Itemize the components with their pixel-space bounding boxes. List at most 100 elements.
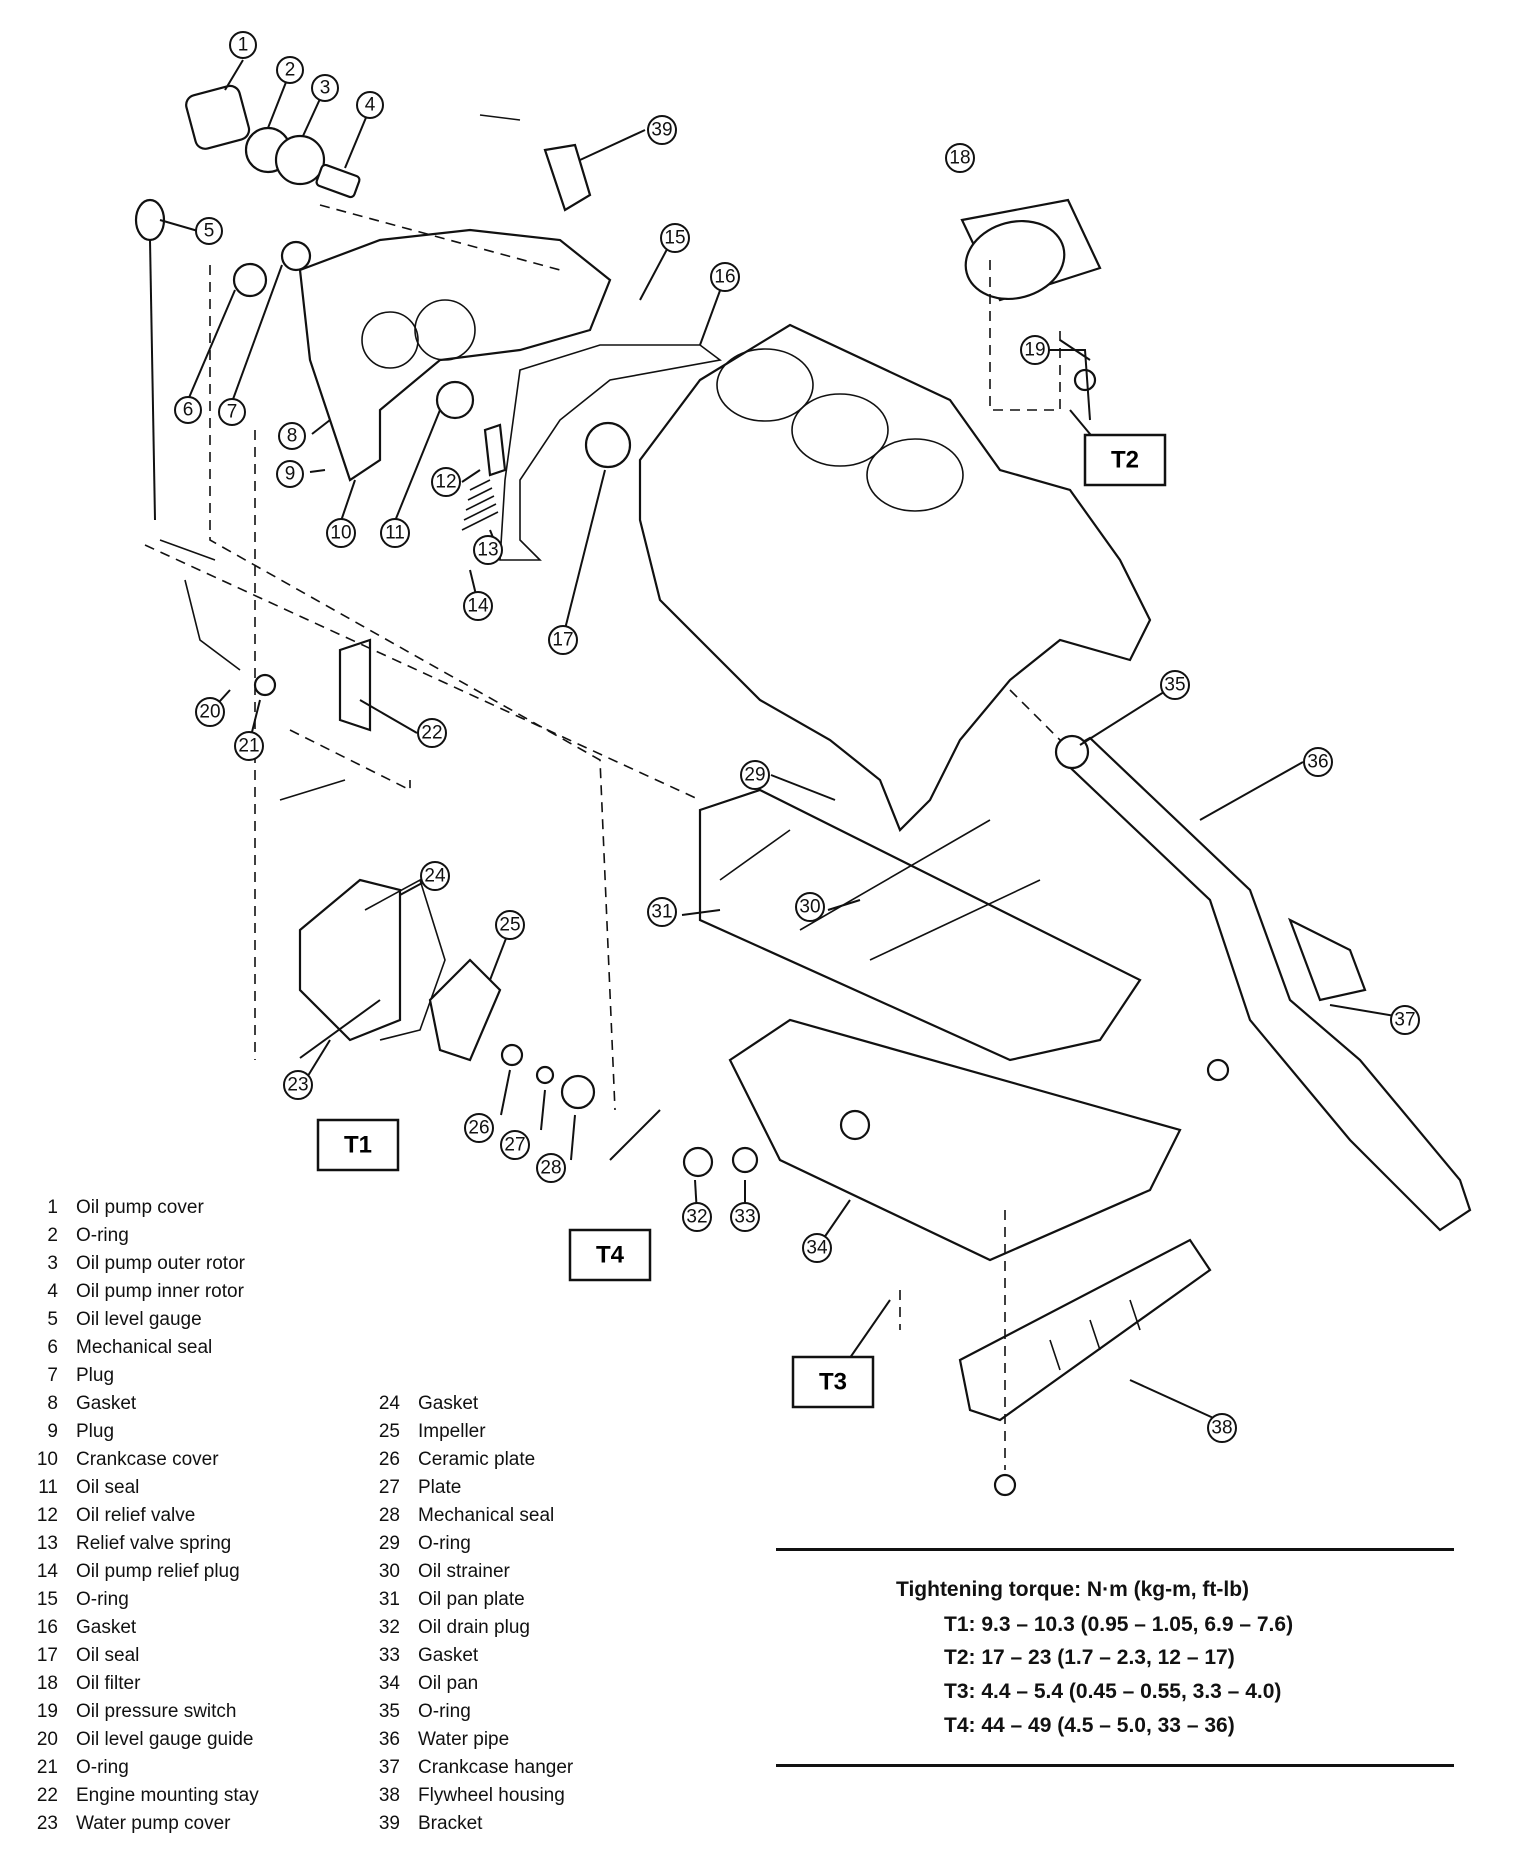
svg-text:35: 35 — [1164, 675, 1185, 696]
callout-22: 22 — [417, 718, 447, 748]
callout-7: 7 — [218, 398, 246, 426]
svg-text:27: 27 — [504, 1135, 525, 1156]
svg-text:1: 1 — [238, 35, 249, 56]
svg-text:13: 13 — [477, 540, 498, 561]
svg-text:39: 39 — [651, 120, 672, 141]
svg-text:28: 28 — [540, 1158, 561, 1179]
callout-27: 27 — [500, 1130, 530, 1160]
callout-20: 20 — [195, 697, 225, 727]
bracket-39-drawing — [479, 114, 592, 212]
svg-text:17: 17 — [552, 630, 573, 651]
svg-text:14: 14 — [467, 596, 489, 617]
svg-text:T2: T2 — [1111, 447, 1139, 474]
callout-21: 21 — [234, 731, 264, 761]
callout-31: 31 — [647, 897, 677, 927]
engine-crankcase-drawing — [638, 323, 1152, 832]
callout-33: 33 — [730, 1202, 760, 1232]
water-pipe-drawing — [1054, 734, 1472, 1232]
callout-13: 13 — [473, 535, 503, 565]
callout-18: 18 — [945, 143, 975, 173]
svg-text:15: 15 — [664, 228, 685, 249]
svg-text:T1: T1 — [344, 1132, 372, 1159]
callout-30: 30 — [795, 892, 825, 922]
svg-text:36: 36 — [1307, 752, 1328, 773]
callout-25: 25 — [495, 910, 525, 940]
callout-5: 5 — [195, 217, 223, 245]
svg-text:4: 4 — [365, 95, 376, 116]
torque-box-t4: T4 — [568, 1228, 652, 1282]
svg-text:10: 10 — [330, 523, 351, 544]
svg-text:20: 20 — [199, 702, 220, 723]
callout-24: 24 — [420, 861, 450, 891]
svg-text:30: 30 — [799, 897, 820, 918]
callout-39: 39 — [647, 115, 677, 145]
svg-text:33: 33 — [734, 1207, 755, 1228]
svg-text:8: 8 — [287, 426, 298, 447]
torque-row-t2: T2: 17 – 23 (1.7 – 2.3, 12 – 17) — [944, 1646, 1235, 1669]
svg-text:11: 11 — [385, 523, 405, 544]
callout-34: 34 — [802, 1233, 832, 1263]
torque-top-rule — [776, 1548, 1454, 1551]
svg-text:T4: T4 — [596, 1242, 625, 1269]
svg-text:23: 23 — [287, 1075, 308, 1096]
svg-text:26: 26 — [468, 1118, 489, 1139]
torque-row-t3: T3: 4.4 – 5.4 (0.45 – 0.55, 3.3 – 4.0) — [944, 1680, 1282, 1703]
torque-row-t4: T4: 44 – 49 (4.5 – 5.0, 33 – 36) — [944, 1714, 1235, 1737]
svg-text:3: 3 — [320, 78, 331, 99]
callout-23: 23 — [283, 1070, 313, 1100]
callout-10: 10 — [326, 518, 356, 548]
callout-32: 32 — [682, 1202, 712, 1232]
svg-text:31: 31 — [651, 902, 672, 923]
torque-heading: Tightening torque: N·m (kg-m, ft-lb) — [896, 1578, 1250, 1601]
callout-14: 14 — [463, 591, 493, 621]
callout-12: 12 — [431, 467, 461, 497]
svg-text:5: 5 — [204, 221, 215, 242]
callout-38: 38 — [1207, 1413, 1237, 1443]
callout-3: 3 — [311, 74, 339, 102]
torque-box-t3: T3 — [791, 1355, 875, 1409]
torque-box-t1: T1 — [316, 1118, 400, 1172]
svg-text:6: 6 — [183, 400, 194, 421]
svg-text:37: 37 — [1394, 1010, 1415, 1031]
callout-28: 28 — [536, 1153, 566, 1183]
torque-box-layer: T1 T2 T3 T4 — [316, 433, 1167, 1409]
callout-8: 8 — [278, 422, 306, 450]
callout-15: 15 — [660, 223, 690, 253]
svg-text:16: 16 — [714, 267, 735, 288]
callout-6: 6 — [174, 396, 202, 424]
callout-1: 1 — [229, 31, 257, 59]
tightening-torque-table: Tightening torque: N·m (kg-m, ft-lb) T1:… — [776, 1548, 1454, 1770]
oil-pan-and-plate-drawing — [682, 788, 1182, 1262]
svg-text:21: 21 — [238, 736, 259, 757]
svg-text:38: 38 — [1211, 1418, 1232, 1439]
callout-11: 11 — [380, 518, 410, 548]
torque-box-t2: T2 — [1083, 433, 1167, 487]
callout-9: 9 — [276, 460, 304, 488]
engine-mount-stay-drawing — [279, 638, 372, 801]
callout-26: 26 — [464, 1113, 494, 1143]
svg-text:12: 12 — [435, 472, 456, 493]
callout-37: 37 — [1390, 1005, 1420, 1035]
svg-text:7: 7 — [227, 402, 238, 423]
oil-pump-assembly-drawing — [185, 84, 632, 531]
water-pump-drawing — [298, 878, 596, 1110]
svg-text:24: 24 — [424, 866, 446, 887]
callout-36: 36 — [1303, 747, 1333, 777]
flywheel-housing-drawing — [958, 1238, 1212, 1497]
svg-text:34: 34 — [806, 1238, 828, 1259]
torque-bottom-rule — [776, 1764, 1454, 1767]
callout-layer: 1 2 3 4 5 6 7 8 9 10 11 12 13 14 15 16 1… — [174, 31, 1420, 1443]
callout-29: 29 — [740, 760, 770, 790]
callout-2: 2 — [276, 56, 304, 84]
svg-text:2: 2 — [285, 60, 296, 81]
torque-row-t1: T1: 9.3 – 10.3 (0.95 – 1.05, 6.9 – 7.6) — [944, 1613, 1294, 1636]
callout-16: 16 — [710, 262, 740, 292]
callout-4: 4 — [356, 91, 384, 119]
callout-19: 19 — [1020, 335, 1050, 365]
svg-text:22: 22 — [421, 723, 442, 744]
dipstick-and-guide-drawing — [134, 198, 277, 697]
svg-text:29: 29 — [744, 765, 765, 786]
